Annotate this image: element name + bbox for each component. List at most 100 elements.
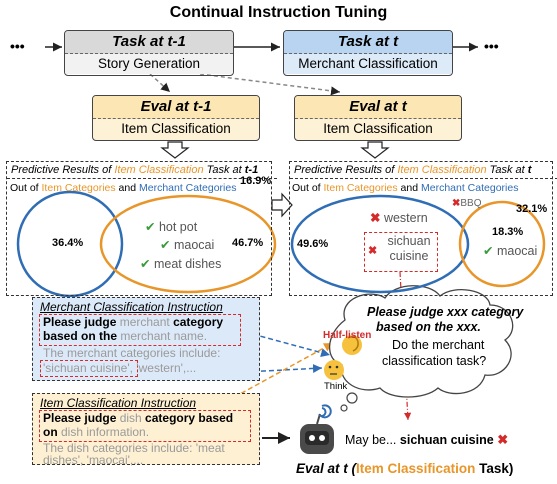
task-curr-title: Task at t [284,31,452,54]
item-instr-l2a: on [43,425,58,439]
eval-prev-box: Eval at t-1 Item Classification [92,95,260,141]
bottom-caption-c: Task) [475,461,514,476]
ear-icon [342,335,362,355]
robot-icon [300,404,334,454]
item-instruction-line-2: on dish information. [39,425,153,439]
ellipsis-right: ••• [484,38,499,54]
thought-line-3: Do the merchant [392,338,485,352]
pred-right-western-text: western [383,211,428,225]
pred-left-item-3-text: meat dishes [153,257,222,271]
merchant-instr-l2b: merchant name. [117,329,208,343]
pred-left-title: Predictive Results of Item Classificatio… [7,162,277,179]
pred-left-box [6,161,272,296]
venn-right-orange [458,200,546,288]
pred-left-item-2-text: maocai [173,238,215,252]
item-instr-l1a: Please judge [43,411,120,425]
item-instruction-highlight [39,410,251,442]
eval-prev-name: Item Classification [121,121,231,136]
down-arrow-left [160,141,190,159]
right-arrow-between [271,192,293,218]
pred-left-pct-outside: 16.9% [240,175,272,187]
merchant-instruction-line-4: 'sichuan cuisine', 'western',... [39,361,200,375]
item-instruction-line-1: Please judge dish category based [39,411,237,425]
eval-curr-name: Item Classification [323,121,433,136]
thought-line-2: based on the xxx. [376,320,481,334]
bottom-caption: Eval at t (Item Classification Task) [296,461,513,476]
pred-left-legend-b: Item Categories [41,182,116,194]
merchant-instruction-line-1: Please judge merchant category [39,315,227,329]
eval-prev-title: Eval at t-1 [93,96,259,119]
pred-right-bbq-text: BBQ [460,198,482,209]
venn-right-blue [290,194,470,294]
merchant-instr-l4b: , 'western',... [129,361,197,375]
task-curr-name: Merchant Classification [284,54,452,74]
item-instr-l1c: category based [141,411,234,425]
thought-cloud [329,285,514,398]
item-instruction-box [32,393,260,465]
pred-right-bbq: ✖BBQ [452,198,482,209]
item-instruction-line-3: The dish categories include: 'meat [43,441,225,455]
pred-right-legend-b: Item Categories [323,182,398,194]
pred-left-item-1: ✔ hot pot [145,219,197,234]
pred-right-box [289,161,553,296]
thinking-face-icon [324,360,344,380]
thought-line-4: classification task? [382,354,487,368]
pred-right-legend-d: Merchant Categories [421,182,519,194]
eval-curr-title: Eval at t [295,96,461,119]
merchant-instruction-sichuan-highlight [40,360,138,377]
pred-left-legend: Out of Item Categories and Merchant Cate… [10,182,236,194]
check-icon: ✔ [160,238,174,252]
item-instr-l2b: dish information. [57,425,150,439]
merchant-instruction-highlight [39,314,241,346]
down-arrow-right [360,141,390,159]
pred-right-title-d: t [527,164,532,176]
merchant-instr-l1a: Please judge [43,315,120,329]
pred-left-legend-a: Out of [10,182,42,194]
check-icon: ✔ [140,257,154,271]
merchant-instruction-line-3: The merchant categories include: [43,346,221,360]
pred-right-pct-blue: 49.6% [297,238,329,250]
check-icon: ✔ [483,244,497,258]
pred-right-title-c: Task at [486,164,528,176]
bottom-caption-b: Item Classification [356,461,476,476]
pred-right-legend-c: and [397,182,421,194]
half-listen-label: Half-listen [323,330,372,341]
pred-right-maocai: ✔ maocai [483,243,537,258]
orange-arrow [219,342,334,406]
pred-left-item-2: ✔ maocai [160,237,214,252]
pred-right-title-b: Item Classification [397,164,487,176]
merchant-instruction-box [32,297,260,381]
cross-icon: ✖ [493,432,509,447]
answer-prefix: May be... [345,433,400,447]
cross-icon: ✖ [370,211,384,225]
merchant-instruction-line-2: based on the merchant name. [39,329,211,343]
task-prev-name: Story Generation [65,54,233,74]
pred-right-legend-a: Out of [292,182,324,194]
pred-left-item-3: ✔ meat dishes [140,256,221,271]
eval-curr-box: Eval at t Item Classification [294,95,462,141]
pred-right-title: Predictive Results of Item Classificatio… [290,162,557,179]
merchant-instr-l2a: based on the [43,329,118,343]
diagram-title: Continual Instruction Tuning [169,4,388,21]
pred-right-title-a: Predictive Results of [294,164,398,176]
dash-arrow-cross [199,73,341,96]
pred-left-title-a: Predictive Results of [11,164,115,176]
check-icon: ✔ [145,220,159,234]
pred-left-item-1-text: hot pot [158,220,198,234]
answer-value: sichuan cuisine [399,433,494,447]
item-instr-l1b: dish [119,411,142,425]
pred-left-legend-d: Merchant Categories [139,182,237,194]
item-instruction-line-4: dishes', 'maocai',... [43,453,144,467]
think-label: Think [324,381,348,392]
merchant-instr-l1c: category [169,315,224,329]
pred-left-title-c: Task at [203,164,245,176]
thought-bubble-1 [346,392,358,404]
thought-line-1: Please judge xxx category [367,305,524,319]
merchant-instr-l4a: 'sichuan cuisine' [43,361,130,375]
pred-right-maocai-text: maocai [496,244,538,258]
task-prev-title: Task at t-1 [65,31,233,54]
venn-left-orange [99,194,277,294]
pred-right-sichuan-text: sichuan cuisine [387,234,431,263]
cross-icon: ✖ [452,198,461,209]
